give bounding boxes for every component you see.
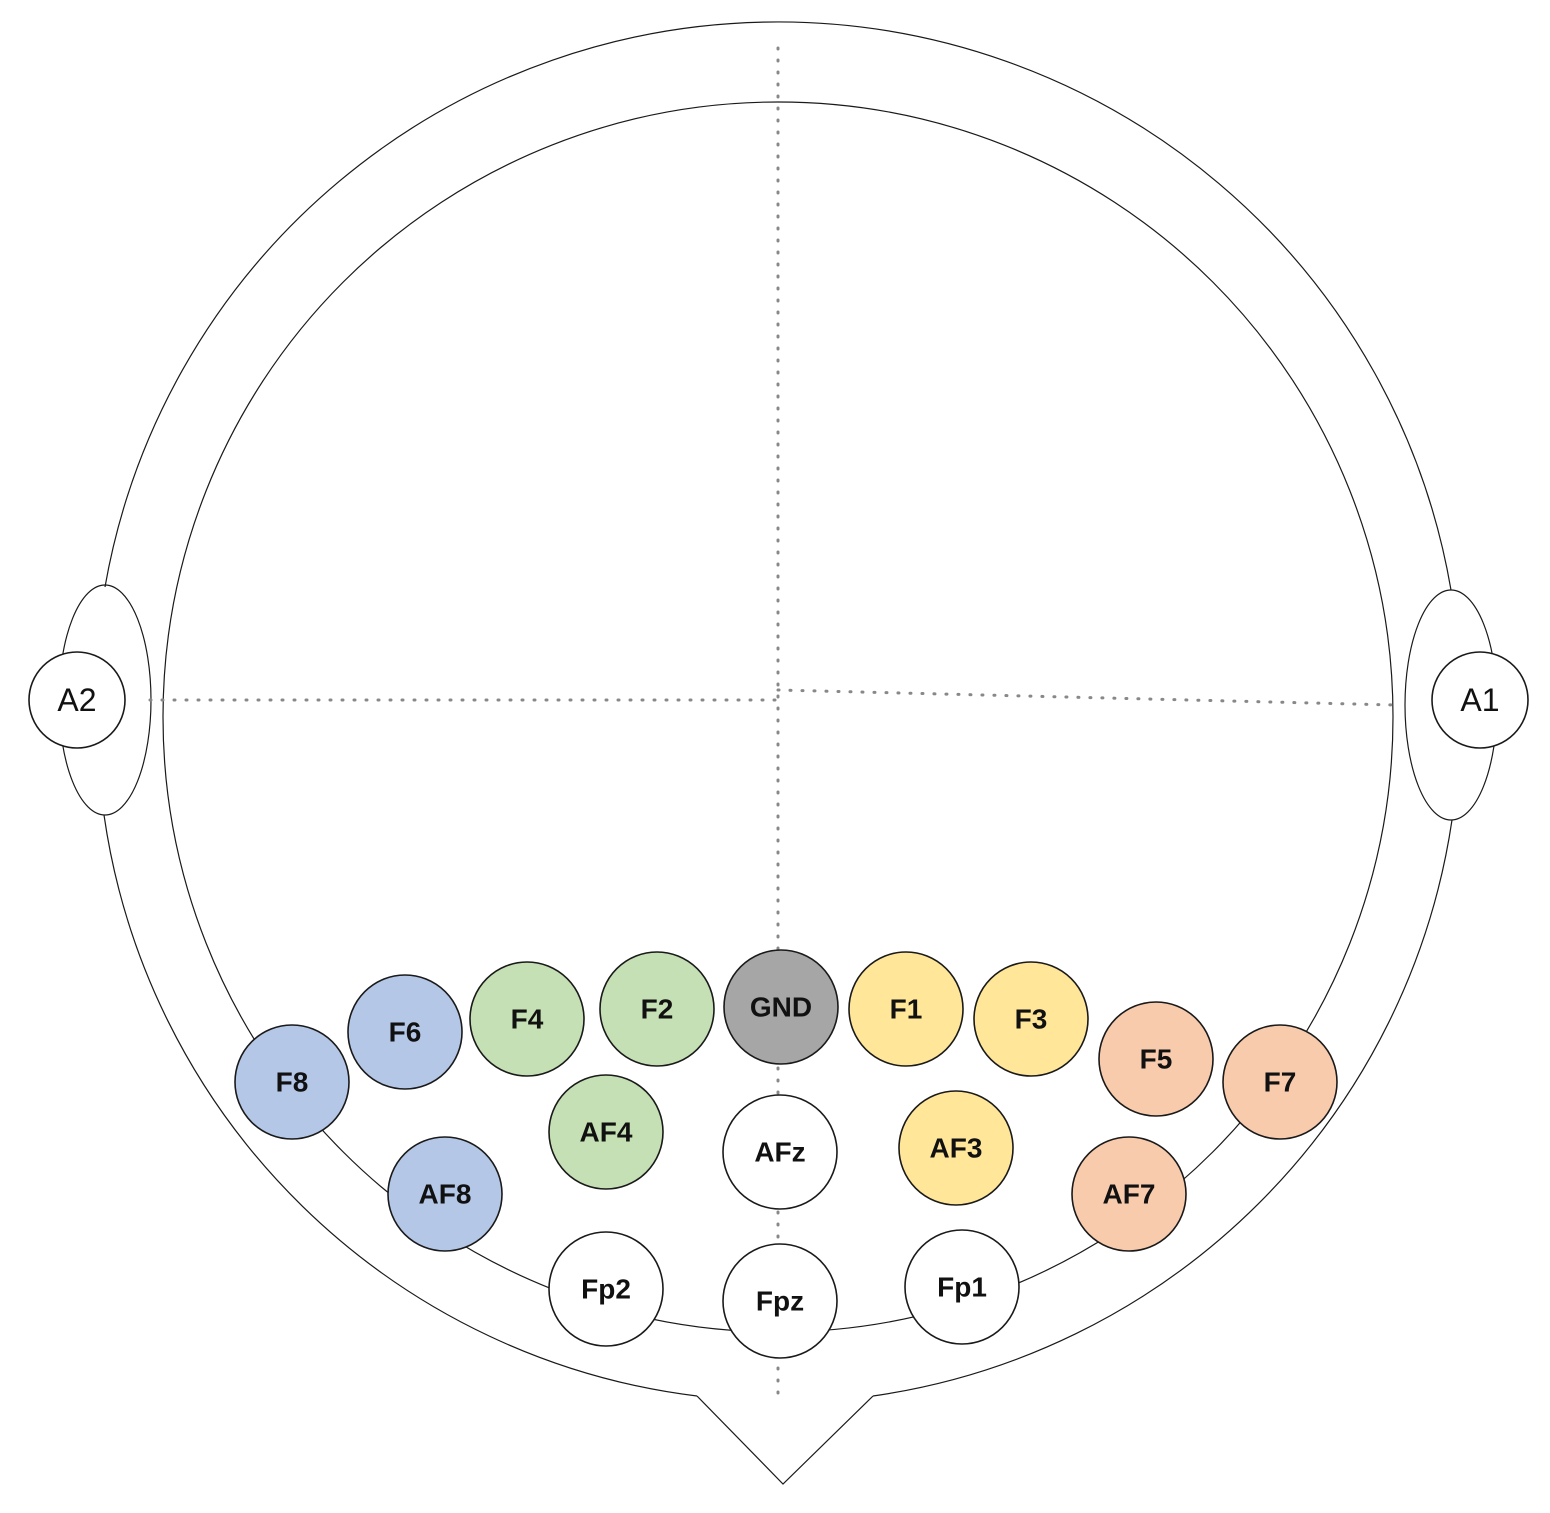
electrode-f1: F1	[848, 951, 964, 1067]
ear-electrode-a1-circle	[1431, 651, 1529, 749]
electrode-fp1: Fp1	[904, 1229, 1020, 1345]
electrode-fp1-label: Fp1	[937, 1272, 987, 1303]
electrode-af8: AF8	[387, 1136, 503, 1252]
electrode-f7: F7	[1222, 1024, 1338, 1140]
electrode-af4-circle	[548, 1074, 664, 1190]
electrode-f3-circle	[973, 961, 1089, 1077]
electrode-fp1-circle	[904, 1229, 1020, 1345]
electrode-f5: F5	[1098, 1001, 1214, 1117]
electrode-fp2-label: Fp2	[581, 1274, 631, 1305]
electrode-f3: F3	[973, 961, 1089, 1077]
electrode-f8: F8	[234, 1024, 350, 1140]
electrode-f6-circle	[347, 974, 463, 1090]
ear-electrode-a2-label: A2	[57, 682, 96, 718]
electrode-f6: F6	[347, 974, 463, 1090]
electrode-af8-circle	[387, 1136, 503, 1252]
electrode-f1-label: F1	[890, 994, 923, 1025]
electrode-gnd-circle	[723, 949, 839, 1065]
electrode-fpz-circle	[722, 1243, 838, 1359]
electrode-f4-circle	[469, 961, 585, 1077]
electrode-afz-label: AFz	[754, 1137, 805, 1168]
electrode-f2-label: F2	[641, 994, 674, 1025]
ear-electrode-a1: A1	[1431, 651, 1529, 749]
electrode-af7: AF7	[1071, 1136, 1187, 1252]
electrode-afz: AFz	[722, 1094, 838, 1210]
nose	[696, 1395, 874, 1485]
electrode-af4: AF4	[548, 1074, 664, 1190]
electrode-f5-circle	[1098, 1001, 1214, 1117]
electrode-f2-circle	[599, 951, 715, 1067]
electrode-f5-label: F5	[1140, 1044, 1173, 1075]
ear-electrode-a2: A2	[28, 651, 126, 749]
electrode-af3-label: AF3	[930, 1133, 983, 1164]
electrode-fp2: Fp2	[548, 1231, 664, 1347]
electrode-af3-circle	[898, 1090, 1014, 1206]
electrode-fpz-label: Fpz	[756, 1286, 804, 1317]
electrode-f4-label: F4	[511, 1004, 544, 1035]
electrode-f1-circle	[848, 951, 964, 1067]
coronal-guide-right	[776, 688, 1397, 707]
electrode-f6-label: F6	[389, 1017, 422, 1048]
outer-head-circle	[103, 21, 1453, 1397]
ear-electrodes: A2 A1	[28, 651, 1529, 749]
electrode-f8-label: F8	[276, 1067, 309, 1098]
electrode-f2: F2	[599, 951, 715, 1067]
ear-electrode-a1-label: A1	[1460, 682, 1499, 718]
electrode-f7-label: F7	[1264, 1067, 1297, 1098]
electrode-gnd: GND	[723, 949, 839, 1065]
electrode-f7-circle	[1222, 1024, 1338, 1140]
electrode-af4-label: AF4	[580, 1117, 633, 1148]
electrode-af7-label: AF7	[1103, 1179, 1156, 1210]
electrode-f4: F4	[469, 961, 585, 1077]
electrode-gnd-label: GND	[750, 992, 812, 1023]
electrode-af3: AF3	[898, 1090, 1014, 1206]
electrode-fp2-circle	[548, 1231, 664, 1347]
electrode-af7-circle	[1071, 1136, 1187, 1252]
ear-electrode-a2-circle	[28, 651, 126, 749]
electrode-fpz: Fpz	[722, 1243, 838, 1359]
electrode-af8-label: AF8	[419, 1179, 472, 1210]
electrode-f3-label: F3	[1015, 1004, 1048, 1035]
electrode-f8-circle	[234, 1024, 350, 1140]
electrode-afz-circle	[722, 1094, 838, 1210]
